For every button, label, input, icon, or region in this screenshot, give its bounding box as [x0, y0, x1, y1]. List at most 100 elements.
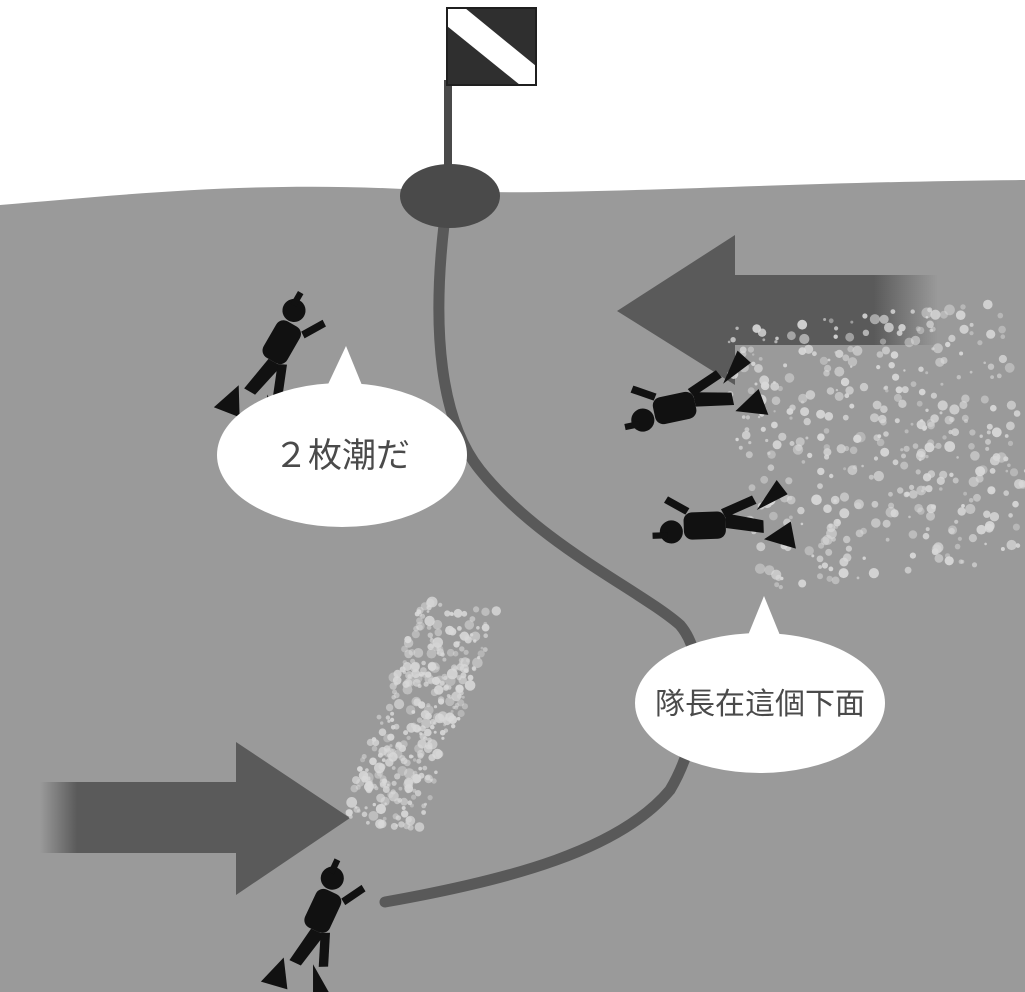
bubble-particle — [855, 529, 864, 538]
bubble-particle — [800, 407, 810, 417]
bubble-particle — [345, 809, 353, 817]
bubble-particle — [446, 694, 451, 698]
bubble-particle — [452, 650, 459, 657]
bubble-particle — [834, 326, 839, 331]
bubble-particle — [816, 409, 826, 419]
bubble-particle — [969, 370, 973, 374]
bubble-particle — [414, 726, 422, 733]
bubble-particle — [400, 740, 408, 748]
bubble-particle — [757, 415, 761, 419]
bubble-particle — [407, 800, 413, 806]
bubble-particle — [411, 755, 414, 758]
bubble-particle — [438, 602, 443, 607]
bubble-particle — [876, 351, 884, 358]
bubble-particle — [819, 356, 829, 365]
bubble-particle — [930, 504, 937, 510]
bubble-particle — [426, 610, 430, 613]
bubble-particle — [795, 444, 803, 452]
bubble-particle — [862, 313, 868, 319]
bubble-particle — [968, 498, 974, 503]
bubble-particle — [417, 752, 424, 759]
bubble-particle — [457, 699, 465, 707]
bubble-particle — [937, 400, 948, 411]
bubble-particle — [391, 766, 396, 770]
bubble-particle — [372, 783, 377, 789]
bubble-particle — [872, 400, 882, 410]
bubble-particle — [432, 665, 436, 669]
bubble-particle — [371, 745, 378, 752]
bubble-particle — [427, 662, 437, 671]
bubble-particle — [426, 625, 432, 630]
bubble-particle — [920, 454, 924, 458]
bubble-particle — [835, 388, 839, 392]
bubble-particle — [391, 780, 397, 786]
bubble-particle — [433, 721, 437, 725]
bubble-particle — [828, 523, 833, 528]
bubble-particle — [984, 542, 987, 546]
bubble-particle — [381, 758, 386, 762]
bubble-particle — [1006, 400, 1017, 410]
bubble-particle — [916, 420, 926, 430]
bubble-particle — [939, 487, 943, 491]
bubble-particle — [903, 445, 910, 452]
bubble-particle — [918, 388, 926, 396]
bubble-particle — [925, 454, 929, 459]
bubble-particle — [450, 613, 454, 616]
bubble-particle — [831, 537, 836, 542]
bubble-particle — [402, 660, 407, 665]
bubble-particle — [968, 443, 975, 450]
bubble-particle — [847, 357, 858, 367]
bubble-particle — [986, 423, 993, 430]
bubble-particle — [407, 824, 414, 831]
bubble-particle — [934, 554, 944, 563]
bubble-particle — [456, 716, 461, 721]
bubble-particle — [829, 473, 834, 479]
bubble-particle — [411, 630, 420, 639]
bubble-particle — [771, 396, 781, 406]
bubble-particle — [443, 723, 446, 727]
bubble-particle — [472, 666, 477, 672]
bubble-particle — [854, 502, 862, 510]
buoy — [400, 164, 500, 228]
bubble-particle — [817, 483, 823, 489]
bubble-particle — [748, 441, 752, 445]
bubble-particle — [975, 466, 986, 477]
bubble-particle — [450, 710, 454, 713]
bubble-particle — [969, 331, 974, 336]
bubble-particle — [968, 476, 979, 487]
bubble-particle — [845, 545, 853, 552]
bubble-particle — [996, 373, 1002, 379]
bubble-particle — [925, 408, 929, 412]
bubble-particle — [986, 430, 991, 435]
bubble-particle — [805, 436, 809, 440]
bubble-particle — [839, 508, 850, 519]
bubble-particle — [459, 664, 469, 673]
bubble-particle — [477, 650, 485, 658]
bubble-particle — [925, 485, 933, 493]
bubble-particle — [847, 345, 854, 353]
bubble-particle — [1000, 334, 1006, 340]
bubble-particle — [756, 542, 766, 552]
bubble-particle — [411, 696, 422, 707]
bubble-particle — [805, 390, 816, 400]
bubble-particle — [955, 310, 966, 321]
bubble-particle — [789, 416, 793, 420]
bubble-particle — [908, 515, 911, 519]
bubble-particle — [927, 421, 935, 430]
bubble-particle — [852, 345, 863, 356]
bubble-particle — [787, 331, 796, 341]
bubble-particle — [839, 492, 850, 502]
bubble-particle — [421, 810, 426, 815]
bubble-particle — [904, 337, 914, 348]
bubble-particle — [1004, 434, 1009, 438]
bubble-particle — [963, 491, 967, 496]
bubble-particle — [416, 617, 423, 625]
bubble-particle — [413, 648, 424, 658]
bubble-particle — [862, 329, 870, 336]
bubble-particle — [825, 548, 833, 556]
bubble-particle — [957, 536, 963, 541]
bubble-particle — [767, 464, 775, 472]
bubble-particle — [365, 786, 373, 794]
bubble-particle — [868, 568, 880, 579]
bubble-particle — [893, 393, 902, 402]
